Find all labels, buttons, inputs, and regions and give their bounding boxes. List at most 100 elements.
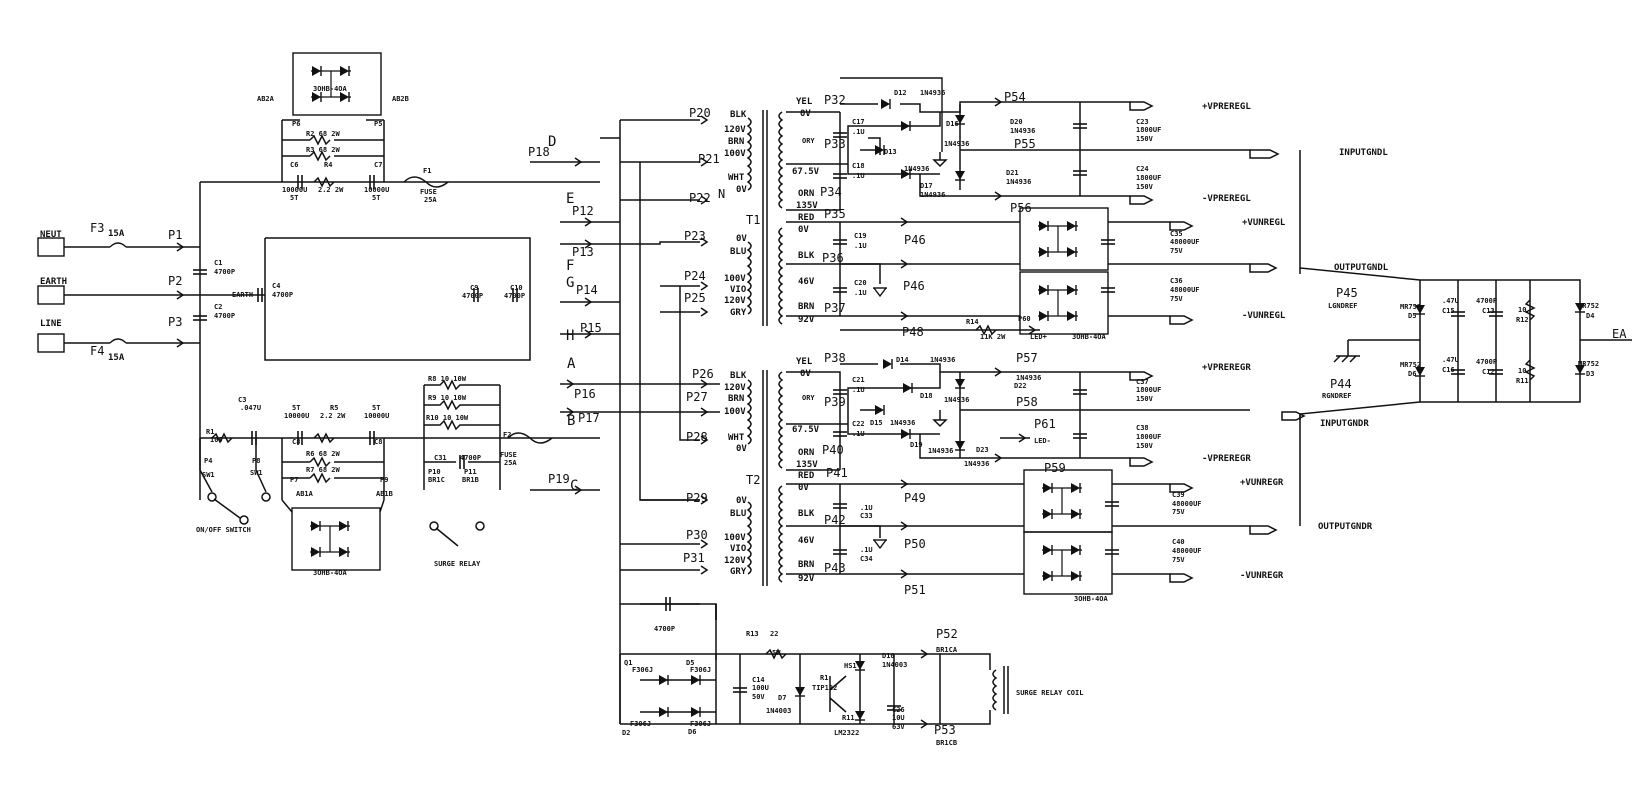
schematic-label: LM2322 (834, 729, 859, 737)
schematic-label: P3 (168, 315, 182, 329)
schematic-label: 3OHB-4OA (1074, 595, 1109, 603)
schematic-label: F306J (632, 666, 653, 674)
schematic-label: .047U (240, 404, 261, 412)
schematic-label: 4700P (214, 312, 235, 320)
surge-relay-resistors (423, 379, 553, 547)
schematic-label: D2 (622, 729, 630, 737)
schematic-label: C38 (1136, 424, 1149, 432)
schematic-label: 1800UF (1136, 126, 1161, 134)
schematic-label: BLK (798, 509, 815, 519)
schematic-label: C7 (374, 161, 382, 169)
schematic-label: D7 (778, 694, 786, 702)
schematic-label: D22 (1014, 382, 1027, 390)
schematic-label: P27 (686, 390, 708, 404)
schematic-label: P22 (689, 191, 711, 205)
schematic-label: +VUNREGR (1240, 478, 1284, 488)
schematic-label: 4700P (214, 268, 235, 276)
schematic-label: 46V (798, 277, 815, 287)
schematic-label: .1U (860, 504, 873, 512)
schematic-label: 0V (798, 225, 809, 235)
schematic-label: D14 (896, 356, 909, 364)
schematic-label: R11 (1516, 377, 1529, 385)
schematic-label: 4700P (1476, 358, 1497, 366)
schematic-label: 150V (1136, 183, 1154, 191)
schematic-label: C19 (854, 232, 867, 240)
schematic-label: R8 10 10W (428, 375, 467, 383)
schematic-label: P29 (686, 491, 708, 505)
schematic-label: OUTPUTGNDR (1318, 522, 1373, 532)
schematic-label: R13 (746, 630, 759, 638)
schematic-label: FUSE (420, 188, 437, 196)
schematic-label: A (567, 356, 576, 372)
schematic-label: 50V (752, 693, 765, 701)
schematic-label: 1N4936 (964, 460, 989, 468)
schematic-label: C17 (852, 118, 865, 126)
schematic-label: P42 (824, 513, 846, 527)
schematic-label: P40 (822, 443, 844, 457)
schematic-label: C8 (292, 438, 300, 446)
schematic-label: 1800UF (1136, 174, 1161, 182)
schematic-label: 5T (290, 194, 298, 202)
schematic-label: F (566, 258, 574, 274)
schematic-label: RED (798, 213, 815, 223)
schematic-label: LED+ (1030, 333, 1047, 341)
schematic-label: 4700P (462, 292, 483, 300)
schematic-label: D5 (686, 659, 694, 667)
schematic-label: EARTH (40, 277, 67, 287)
schematic-label: VIO (730, 285, 747, 295)
schematic-label: F3 (90, 221, 104, 235)
schematic-label: P6 (292, 120, 300, 128)
schematic-label: ORN (798, 448, 814, 458)
schematic-label: AB2B (392, 95, 409, 103)
schematic-label: .1U (852, 172, 865, 180)
schematic-label: D19 (910, 441, 923, 449)
schematic-label: R6 68 2W (306, 450, 341, 458)
schematic-label: 120V (724, 556, 746, 566)
schematic-label: 1N4936 (930, 356, 955, 364)
schematic-label: 100V (724, 149, 746, 159)
schematic-label: N (718, 187, 725, 201)
schematic-label: 0V (736, 185, 747, 195)
schematic-label: T1 (746, 213, 760, 227)
schematic-label: R7 68 2W (306, 466, 341, 474)
schematic-label: 1N4936 (1006, 178, 1031, 186)
schematic-label: G (566, 275, 574, 291)
schematic-label: +VPREREGL (1202, 102, 1251, 112)
schematic-label: P31 (683, 551, 705, 565)
schematic-label: T2 (746, 473, 760, 487)
schematic-label: P41 (826, 466, 848, 480)
schematic-label: C36 (1170, 277, 1183, 285)
schematic-label: C34 (860, 555, 873, 563)
schematic-label: 1800UF (1136, 386, 1161, 394)
schematic-label: 1N4936 (944, 396, 969, 404)
schematic-label: MR752 (1578, 360, 1599, 368)
schematic-label: 25A (424, 196, 437, 204)
schematic-label: 1N4936 (944, 140, 969, 148)
schematic-label: F306J (630, 720, 651, 728)
schematic-label: D20 (1010, 118, 1023, 126)
schematic-label: D23 (976, 446, 989, 454)
schematic-label: 4700P (272, 291, 293, 299)
schematic-label: C39 (1172, 491, 1185, 499)
schematic-label: BR1C (428, 476, 445, 484)
schematic-label: C1 (214, 259, 222, 267)
schematic-label: 25A (504, 459, 517, 467)
schematic-label: EARTH (232, 291, 253, 299)
schematic-label: D6 (688, 728, 696, 736)
schematic-label: 2.2 2W (318, 186, 344, 194)
schematic-label: R10 10 10W (426, 414, 469, 422)
schematic-label: P24 (684, 269, 706, 283)
surge-relay-driver (619, 596, 1009, 729)
schematic-label: F306J (690, 666, 711, 674)
schematic-label: D18 (920, 392, 933, 400)
schematic-label: BR1CA (936, 646, 958, 654)
schematic-label: C16 (1442, 366, 1455, 374)
on-off-switch-contact (207, 492, 217, 502)
schematic-label: OUTPUTGNDL (1334, 263, 1389, 273)
schematic-label: 75V (1172, 508, 1185, 516)
schematic-label: 4700P (1476, 297, 1497, 305)
schematic-label: D6 (1408, 370, 1416, 378)
schematic-label: 75V (1172, 556, 1185, 564)
schematic-label: C21 (852, 376, 865, 384)
